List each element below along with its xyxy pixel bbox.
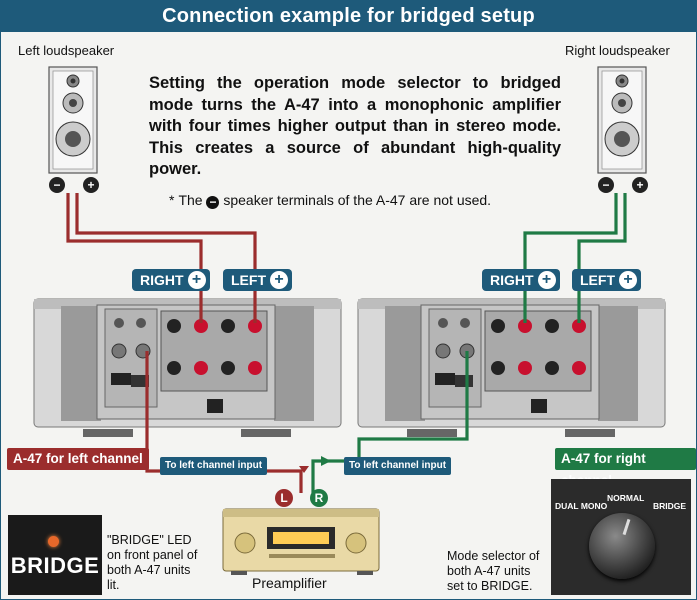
mode-selector-knob [589, 513, 655, 579]
preamp-right-mark: R [310, 489, 328, 507]
bridge-led-icon [48, 536, 59, 547]
normal-label: NORMAL [607, 493, 645, 503]
note-text-after: speaker terminals of the A-47 are not us… [223, 192, 492, 208]
description-text: Setting the operation mode selector to b… [149, 74, 561, 178]
bridge-panel-word: BRIDGE [10, 553, 100, 578]
right-speaker-label: Right loudspeaker [565, 43, 670, 58]
right-speaker-illustration [597, 66, 647, 174]
caption-line: both A-47 units [447, 564, 531, 578]
bridge-label: BRIDGE [653, 501, 687, 511]
left-amplifier-illustration [33, 298, 342, 437]
page-title: Connection example for bridged setup [1, 1, 696, 32]
right-amp-left-output-tag: LEFT+ [572, 269, 641, 291]
right-speaker-plus-icon: + [632, 177, 648, 193]
plus-icon: + [619, 271, 637, 289]
caption-line: set to BRIDGE. [447, 579, 533, 593]
preamplifier-label: Preamplifier [252, 575, 327, 591]
tag-label: RIGHT [490, 272, 534, 288]
right-cable-arrow [321, 456, 331, 466]
left-input-tag: To left channel input [160, 457, 268, 475]
plus-icon: + [270, 271, 288, 289]
right-amplifier-illustration [357, 298, 666, 437]
right-speaker-minus-icon: − [598, 177, 614, 193]
right-input-tag: To left channel input [344, 457, 452, 475]
minus-terminal-icon: − [206, 196, 220, 209]
tag-label: LEFT [231, 272, 266, 288]
plus-icon: + [187, 271, 206, 289]
left-channel-label: A-47 for left channel [7, 448, 149, 470]
right-channel-label: A-47 for right channel [555, 448, 696, 488]
plus-icon: + [537, 271, 556, 289]
left-speaker-label: Left loudspeaker [18, 43, 115, 58]
caption-line: on front panel of [107, 548, 198, 562]
tag-label: LEFT [580, 272, 615, 288]
note-text-before: The [178, 192, 203, 208]
caption-line: lit. [107, 578, 120, 592]
left-speaker-illustration [48, 66, 98, 174]
bridge-led-panel: BRIDGE [8, 515, 102, 595]
tag-label: RIGHT [140, 272, 184, 288]
dual-mono-label: DUAL MONO [555, 501, 608, 511]
left-speaker-plus-icon: + [83, 177, 99, 193]
caption-line: both A-47 units [107, 563, 191, 577]
preamplifier-illustration [222, 508, 380, 575]
note-text: *The − speaker terminals of the A-47 are… [169, 191, 564, 209]
right-amp-right-output-tag: RIGHT+ [482, 269, 560, 291]
bridge-led-caption: "BRIDGE" LED on front panel of both A-47… [107, 533, 197, 593]
left-speaker-minus-icon: − [49, 177, 65, 193]
right-input-cable [311, 351, 469, 493]
caption-line: Mode selector of [447, 549, 540, 563]
preamp-left-mark: L [275, 489, 293, 507]
mode-selector-caption: Mode selector of both A-47 units set to … [447, 549, 539, 594]
caption-line: "BRIDGE" LED [107, 533, 192, 547]
left-cable-arrow [299, 466, 309, 473]
mode-selector-photo: DUAL MONO NORMAL BRIDGE [551, 479, 691, 595]
left-amp-left-output-tag: LEFT+ [223, 269, 292, 291]
left-amp-right-output-tag: RIGHT+ [132, 269, 210, 291]
note-asterisk: * [169, 192, 175, 208]
